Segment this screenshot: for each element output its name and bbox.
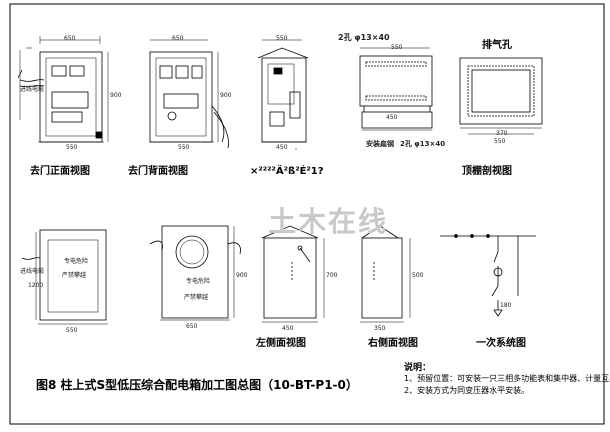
dim-w350: 350 [374,325,386,332]
view-title-top-section: 顶棚剖视图 [462,166,512,177]
view-side-section [257,39,309,150]
callout-cable-in: 进线电缆 [20,86,45,93]
dim-w550-f: 550 [66,327,78,334]
dim-h1200: 1200 [28,282,44,289]
dim-w550-e: 550 [178,144,190,151]
dim-w450-b: 450 [276,144,288,151]
drawing-frame [9,3,605,425]
view-title-single-line: 一次系统图 [476,338,526,349]
callout-cable-in-2: 进线电缆 [20,268,45,275]
view-title-garbled: ×²²²²Ä²ß²É²1? [250,166,324,177]
view-door-removed-back [149,39,229,149]
dim-w450: 450 [386,114,398,121]
dim-h900-c: 900 [236,272,248,279]
door-warning-label: 严禁攀越 [62,272,87,279]
door-brand-label: 专电危险 [64,258,89,265]
callout-mount-bar: 安装扁钢 [366,140,394,148]
dim-h180: 180 [500,302,512,309]
dim-w650-a: 650 [64,35,76,42]
view-title-right-side: 右侧面视图 [368,338,418,349]
dim-h500: 500 [412,272,424,279]
dim-w450-c: 450 [282,325,294,332]
door-brand-label-2: 专电危险 [186,278,211,285]
drawing-title: 图8 柱上式S型低压综合配电箱加工图总图（10-BT-P1-0） [36,378,358,392]
dim-w550-d: 550 [66,144,78,151]
dim-h700: 700 [326,272,338,279]
callout-mount-holes: 2孔 φ13×40 [400,140,446,148]
dim-w650-c: 650 [186,323,198,330]
view-title-door-removed-front: 去门正面视图 [30,166,90,177]
callout-vent-hole: 排气孔 [482,40,512,51]
view-single-line [440,234,536,317]
view-title-door-removed-back: 去门背面视图 [128,166,188,177]
watermark: 土木在线 [268,205,389,238]
dim-h900-b: 900 [220,92,232,99]
dim-w650-b: 650 [172,35,184,42]
notes-heading: 说明： [404,363,432,373]
note-1: 1、预留位置：可安装一只三相多功能表和集中器、计量互感器。 [404,374,610,383]
note-2: 2、安装方式为同变压器水平安装。 [404,386,530,395]
dim-w370: 370 [496,130,508,137]
view-mount-plate [359,47,433,131]
view-door-removed-front [17,36,109,143]
view-back-door [149,225,241,321]
callout-holes-top: 2孔 φ13×40 [338,33,390,42]
dim-w550-a: 550 [276,35,288,42]
door-warning-label-2: 严禁攀越 [184,294,209,301]
dim-h900-a: 900 [110,92,122,99]
view-left-side [261,225,325,323]
view-front-door [21,229,108,325]
view-right-side [360,225,411,323]
view-top-section [459,57,543,135]
dim-w550-c: 550 [494,138,506,145]
view-title-left-side: 左侧面视图 [256,338,306,349]
dim-w550-b: 550 [391,44,403,51]
